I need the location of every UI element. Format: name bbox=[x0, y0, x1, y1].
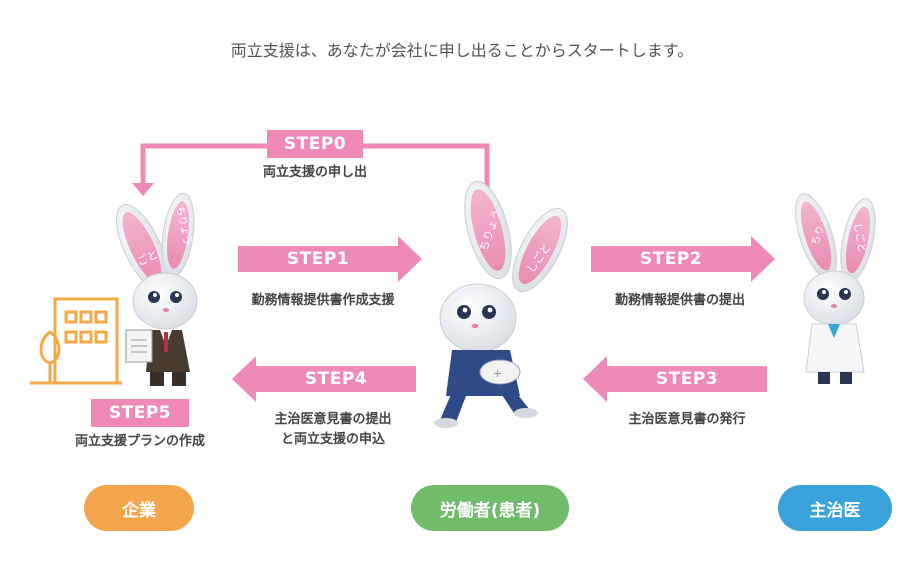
step4-arrow bbox=[232, 356, 416, 402]
doctor-actor-pill: 主治医 bbox=[778, 485, 892, 531]
step4-caption-line1: 主治医意見書の提出 bbox=[274, 412, 392, 427]
doctor-rabbit-illustration bbox=[795, 193, 876, 384]
company-rabbit-illustration bbox=[116, 192, 198, 386]
step2-label: STEP2 bbox=[639, 249, 703, 269]
step0-caption: 両立支援の申し出 bbox=[262, 165, 367, 180]
step4-caption-line2: と両立支援の申込 bbox=[280, 432, 385, 447]
step1-label: STEP1 bbox=[286, 249, 350, 269]
step4-label: STEP4 bbox=[304, 369, 368, 389]
svg-text:+: + bbox=[493, 367, 502, 380]
step1-arrow bbox=[238, 236, 422, 282]
step2-caption: 勤務情報提供書の提出 bbox=[614, 293, 745, 308]
page-headline: 両立支援は、あなたが会社に申し出ることからスタートします。 bbox=[230, 41, 694, 60]
step0-label: STEP0 bbox=[267, 130, 363, 158]
step1-caption: 勤務情報提供書作成支援 bbox=[251, 293, 395, 308]
worker-actor-pill: 労働者(患者) bbox=[411, 485, 569, 531]
step5-label: STEP5 bbox=[91, 399, 189, 427]
step3-arrow bbox=[583, 356, 767, 402]
step3-caption: 主治医意見書の発行 bbox=[628, 412, 746, 427]
step5-caption: 両立支援プランの作成 bbox=[74, 434, 205, 449]
worker-rabbit-illustration: + bbox=[434, 180, 568, 428]
company-building-icon bbox=[30, 297, 122, 385]
company-actor-pill: 企業 bbox=[84, 485, 194, 531]
step3-label: STEP3 bbox=[655, 369, 719, 389]
step2-arrow bbox=[591, 236, 775, 282]
